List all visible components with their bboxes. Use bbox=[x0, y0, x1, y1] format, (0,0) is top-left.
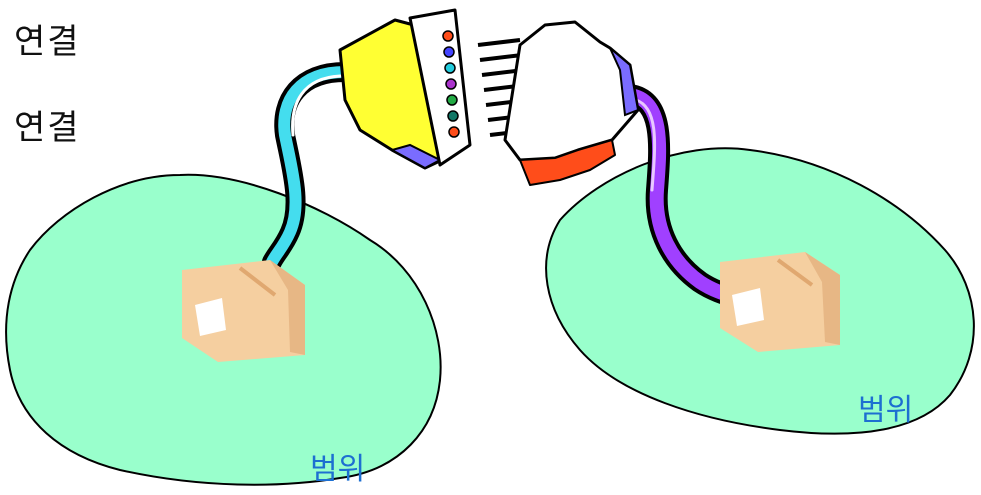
left-connector bbox=[340, 10, 532, 168]
right-box-icon bbox=[720, 252, 840, 352]
right-scope-label: 범위 bbox=[858, 385, 913, 429]
right-connector bbox=[505, 22, 638, 185]
connection-label-top: 연결 bbox=[14, 14, 81, 63]
connection-label-mid: 연결 bbox=[14, 100, 81, 149]
left-box-icon bbox=[182, 260, 305, 362]
left-scope-label: 범위 bbox=[310, 444, 365, 488]
